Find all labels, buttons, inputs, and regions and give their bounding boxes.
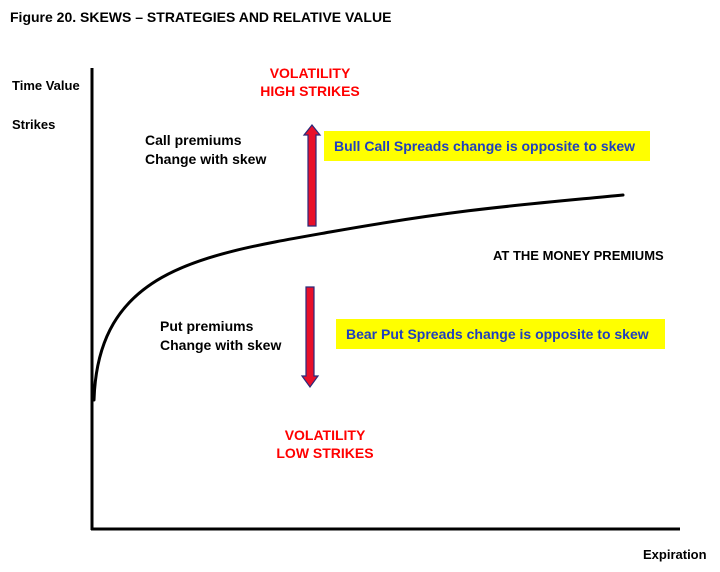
atm-premium-curve [92,193,625,402]
volatility-high-strikes-label: VOLATILITY HIGH STRIKES [250,64,370,100]
vol-low-line2: LOW STRIKES [276,445,374,462]
y-axis-subtitle: Strikes [12,117,56,132]
down-arrow-icon [300,286,320,389]
put-line2: Change with skew [160,336,282,353]
vol-low-line1: VOLATILITY [284,427,366,443]
put-line1: Put premiums [160,318,254,334]
figure-title: Figure 20. SKEWS – STRATEGIES AND RELATI… [10,9,392,25]
call-line2: Change with skew [145,150,267,167]
up-arrow-icon [302,124,322,227]
atm-premiums-label: AT THE MONEY PREMIUMS [493,248,664,263]
bull-call-spreads-box: Bull Call Spreads change is opposite to … [324,131,650,161]
y-axis-title: Time Value [12,78,80,93]
volatility-low-strikes-label: VOLATILITY LOW STRIKES [265,426,385,462]
call-premiums-note: Call premiums Change with skew [145,131,266,169]
vol-high-line2: HIGH STRIKES [260,83,360,100]
vol-high-line1: VOLATILITY [269,65,351,81]
put-premiums-note: Put premiums Change with skew [160,317,281,355]
call-line1: Call premiums [145,132,242,148]
bear-put-spreads-box: Bear Put Spreads change is opposite to s… [336,319,665,349]
x-axis-title: Expiration [643,547,707,562]
